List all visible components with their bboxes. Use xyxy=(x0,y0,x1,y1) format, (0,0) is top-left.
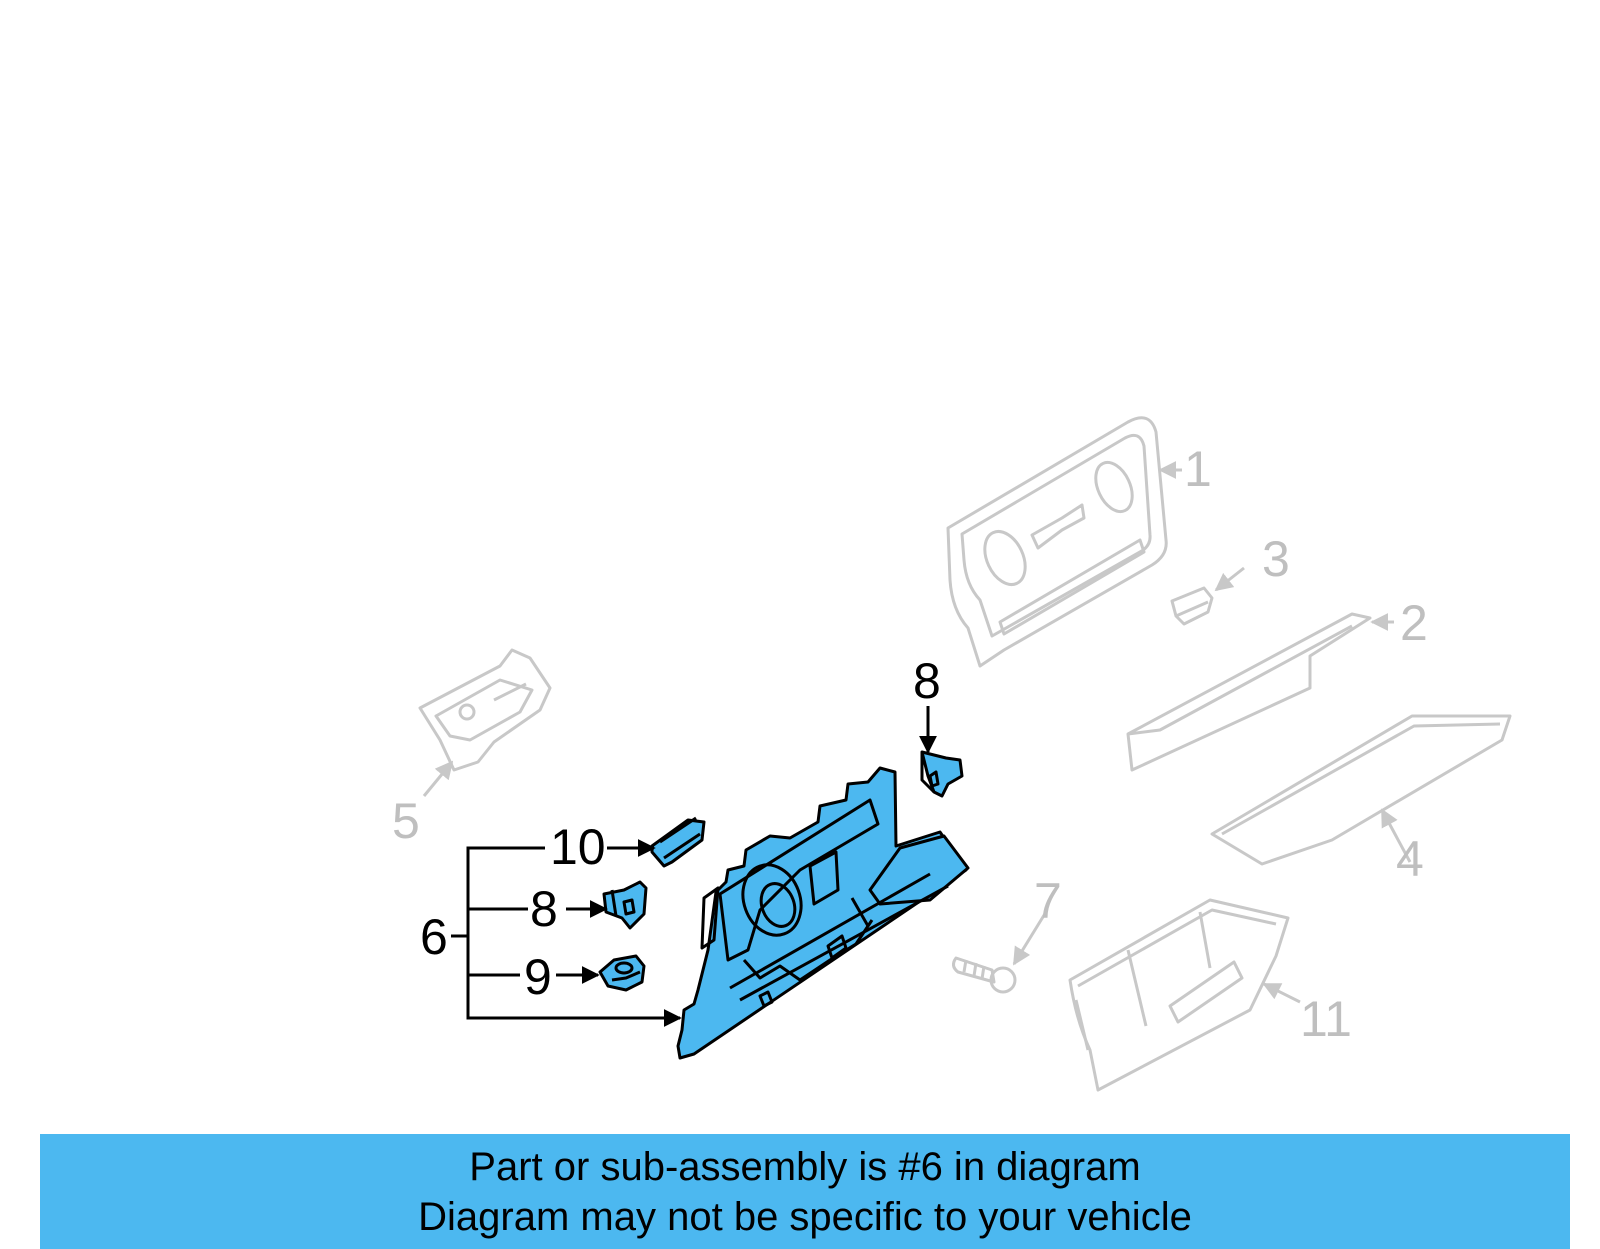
part-9-nut xyxy=(598,954,646,992)
part-11-glove-box xyxy=(1068,898,1290,1092)
part-7-screw xyxy=(951,956,1017,994)
callout-6-bracket xyxy=(451,846,678,1020)
part-2-trim-strip xyxy=(1126,612,1372,772)
callout-2: 2 xyxy=(1400,595,1428,651)
part-10-clip xyxy=(650,816,706,868)
part-4-panel xyxy=(1210,714,1512,866)
banner-line-2: Diagram may not be specific to your vehi… xyxy=(418,1194,1192,1239)
callout-9: 9 xyxy=(524,949,552,1005)
callout-4: 4 xyxy=(1396,831,1424,887)
callout-3: 3 xyxy=(1262,531,1290,587)
callout-5: 5 xyxy=(392,793,420,849)
info-banner: Part or sub-assembly is #6 in diagram Di… xyxy=(40,1134,1570,1249)
callout-8-left: 8 xyxy=(530,881,558,937)
part-3-clip xyxy=(1170,586,1214,626)
callout-1: 1 xyxy=(1184,441,1212,497)
callout-labels: 1 3 2 4 5 7 11 8 10 8 9 6 xyxy=(392,441,1428,1047)
callout-6: 6 xyxy=(420,909,448,965)
part-1-center-bezel xyxy=(946,416,1168,668)
banner-line-1: Part or sub-assembly is #6 in diagram xyxy=(469,1144,1141,1189)
callout-10: 10 xyxy=(550,819,606,875)
callout-11: 11 xyxy=(1300,991,1352,1047)
part-8-bracket-top xyxy=(920,750,964,798)
part-5-switch-bracket xyxy=(418,648,552,772)
callout-7: 7 xyxy=(1034,873,1062,929)
callout-8-top: 8 xyxy=(913,653,941,709)
part-6-glovebox-housing xyxy=(676,766,970,1060)
part-8-bracket-left xyxy=(602,880,648,930)
